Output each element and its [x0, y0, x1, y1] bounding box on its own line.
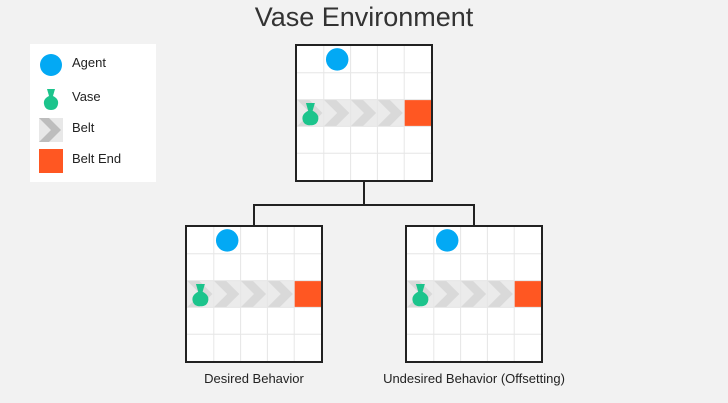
belt-chevron-icon: [240, 280, 267, 308]
belt-end-square-icon: [404, 99, 431, 127]
belt-end-square-icon: [294, 280, 321, 308]
vase-icon: [412, 283, 429, 307]
grid-undesired-behavior: [405, 225, 543, 363]
caption-desired-behavior: Desired Behavior: [204, 371, 304, 386]
legend-item-belt-end: Belt End: [30, 146, 156, 174]
belt-chevron-icon: [377, 99, 403, 127]
belt-chevron-icon: [433, 280, 460, 308]
legend-label-agent: Agent: [72, 55, 106, 70]
belt-end-square-icon: [39, 149, 63, 173]
agent-circle-icon: [435, 229, 459, 252]
legend-item-belt: Belt: [30, 115, 156, 143]
belt-chevron-icon: [350, 99, 377, 127]
belt-chevron-icon: [487, 280, 513, 308]
vase-icon: [43, 89, 59, 110]
legend-item-vase: Vase: [30, 84, 156, 112]
grid-initial-state: [295, 44, 433, 182]
legend-label-vase: Vase: [72, 89, 101, 104]
belt-end-square-icon: [514, 280, 541, 308]
agent-circle-icon: [325, 48, 349, 71]
vase-icon: [302, 102, 319, 126]
caption-undesired-behavior: Undesired Behavior (Offsetting): [383, 371, 565, 386]
legend-label-belt-end: Belt End: [72, 151, 122, 166]
legend-item-agent: Agent: [30, 50, 156, 78]
agent-circle-icon: [215, 229, 239, 252]
grid-cells: [187, 227, 321, 361]
belt-chevron-icon: [39, 118, 63, 142]
legend-label-belt: Belt: [72, 120, 95, 135]
grid-cells: [407, 227, 541, 361]
belt-chevron-icon: [213, 280, 240, 308]
page-title: Vase Environment: [254, 2, 474, 32]
legend: Agent Vase Belt Belt End: [30, 44, 156, 182]
vase-icon: [192, 283, 209, 307]
belt-chevron-icon: [323, 99, 350, 127]
grid-desired-behavior: [185, 225, 323, 363]
belt-chevron-icon: [267, 280, 293, 308]
belt-chevron-icon: [460, 280, 487, 308]
grid-cells: [297, 46, 431, 180]
agent-circle-icon: [40, 54, 62, 76]
